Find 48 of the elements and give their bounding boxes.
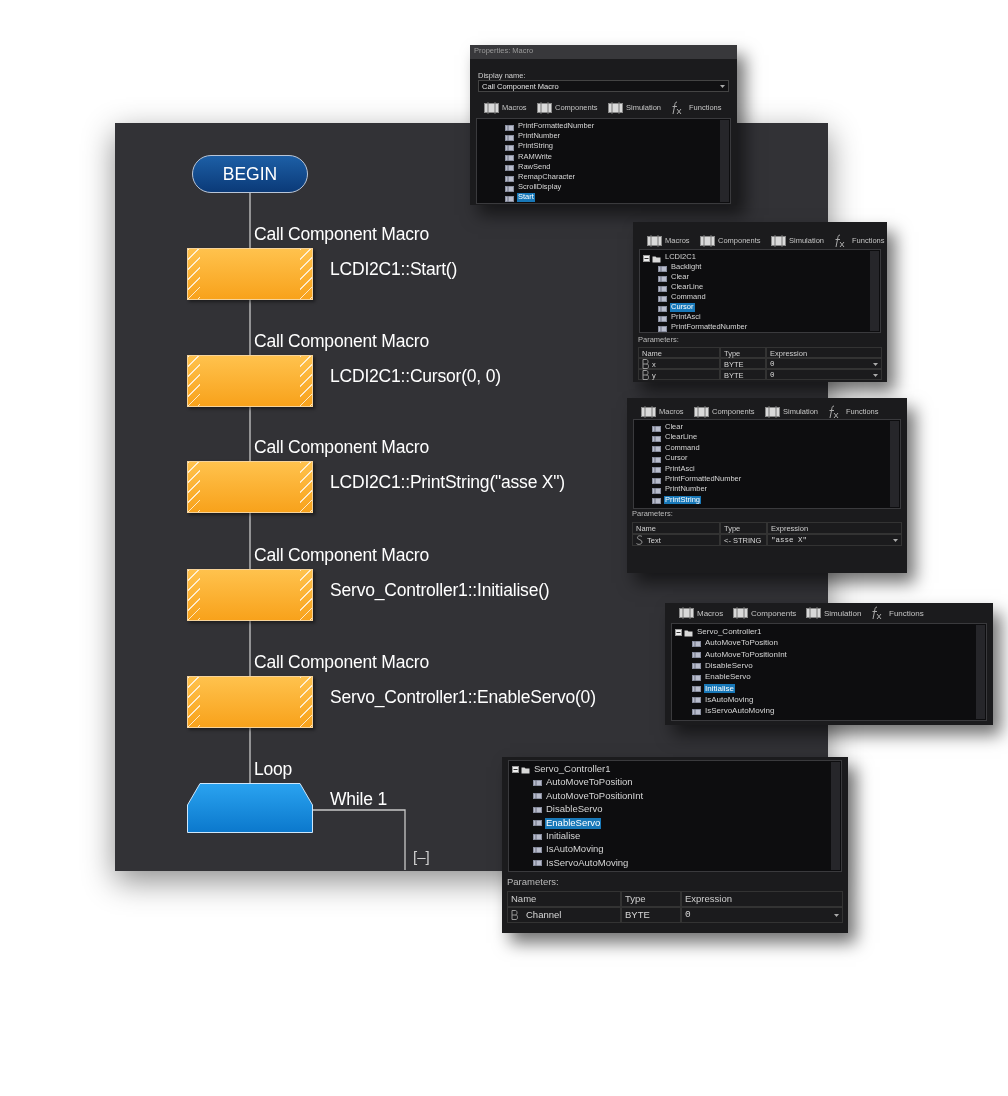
parameter-value: 0 <box>681 907 843 923</box>
list-item: IsAutoMoving <box>704 694 755 704</box>
list-item: AutoMoveToPositionInt <box>704 649 788 659</box>
column-header: Name <box>507 891 621 907</box>
tab-label: Macros <box>697 609 724 619</box>
selected-list-item: Initialise <box>704 683 735 693</box>
list-item: IsAutoMoving <box>545 844 605 856</box>
macro-call-text: Servo_Controller1::Initialise() <box>330 580 550 601</box>
list-item: AutoMoveToPosition <box>545 777 634 789</box>
tab-label: Components <box>751 609 797 619</box>
step-heading: Call Component Macro <box>254 331 429 352</box>
connector-line <box>312 809 406 871</box>
start-terminal: BEGIN <box>192 155 308 193</box>
section-label: Parameters: <box>507 877 559 888</box>
tab-label: Simulation <box>824 609 862 619</box>
loop-heading: Loop <box>254 759 293 780</box>
connector-line <box>249 620 251 677</box>
selected-list-item: EnableServo <box>545 817 602 829</box>
connector-line <box>249 512 251 570</box>
connector-line <box>249 406 251 462</box>
connector-line <box>249 192 251 249</box>
parameter-name: Channel <box>507 907 621 923</box>
step-heading: Call Component Macro <box>254 545 429 566</box>
parameter-type: BYTE <box>621 907 681 923</box>
collapse-toggle: [–] <box>413 848 430 866</box>
step-heading: Call Component Macro <box>254 437 429 458</box>
connector-line <box>249 299 251 356</box>
column-header: Expression <box>681 891 843 907</box>
loop-condition: While 1 <box>330 789 387 810</box>
tab-label: Functions <box>889 609 924 619</box>
list-item: IsServoAutoMoving <box>704 706 776 716</box>
step-heading: Call Component Macro <box>254 652 429 673</box>
list-item: EnableServo <box>704 672 752 682</box>
list-item: Servo_Controller1 <box>696 627 763 637</box>
list-item: IsServoAutoMoving <box>545 857 630 869</box>
column-header: Type <box>621 891 681 907</box>
list-item: AutoMoveToPositionInt <box>545 790 645 802</box>
macro-call-text: LCDI2C1::Cursor(0, 0) <box>330 366 501 387</box>
list-item: DisableServo <box>704 660 754 671</box>
macro-call-text: LCDI2C1::PrintString("asse X") <box>330 472 565 493</box>
list-item: Initialise <box>545 831 582 842</box>
step-heading: Call Component Macro <box>254 224 429 245</box>
list-item: DisableServo <box>545 804 604 816</box>
list-item: Servo_Controller1 <box>533 764 612 775</box>
connector-line <box>249 727 251 784</box>
macro-call-text: LCDI2C1::Start() <box>330 259 458 280</box>
macro-call-text: Servo_Controller1::EnableServo(0) <box>330 687 596 708</box>
list-item: AutoMoveToPosition <box>704 638 779 648</box>
